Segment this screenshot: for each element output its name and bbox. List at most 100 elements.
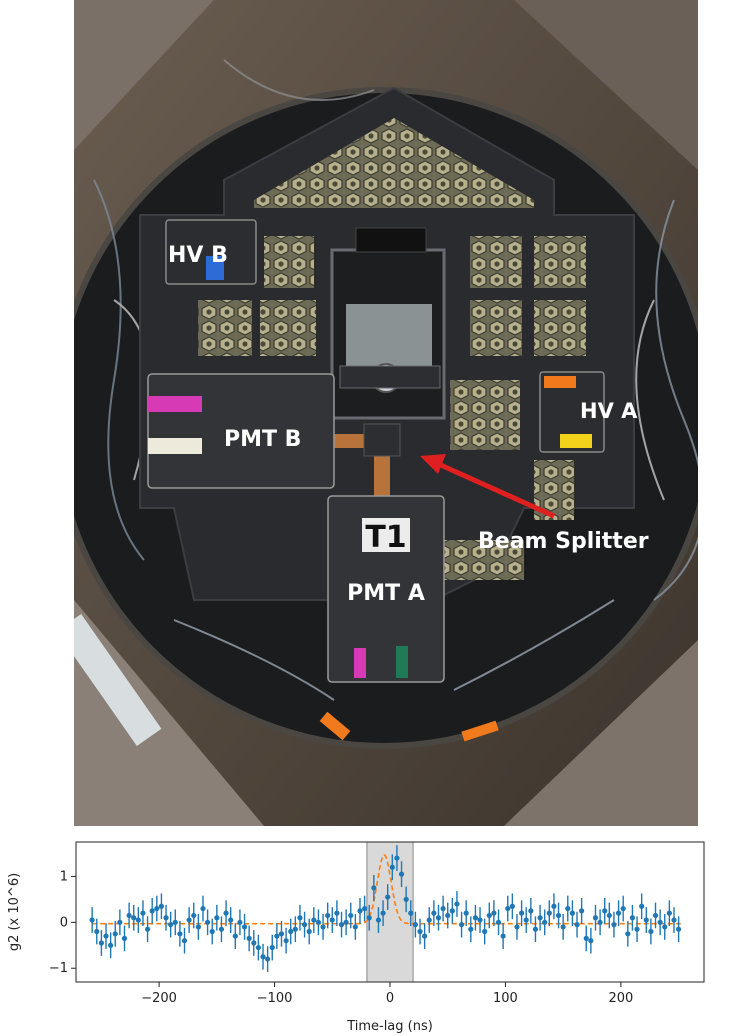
data-point <box>362 905 368 912</box>
data-point <box>209 928 215 935</box>
data-point <box>431 910 437 916</box>
coincidence-window-band <box>366 842 414 982</box>
data-point <box>615 910 622 916</box>
x-tick-label: −100 <box>257 991 293 1006</box>
data-point <box>671 917 677 923</box>
data-point <box>352 924 358 930</box>
data-point <box>514 924 520 930</box>
data-point <box>357 908 363 914</box>
highlight-band <box>366 842 414 982</box>
data-point <box>246 935 252 941</box>
data-point <box>311 917 317 923</box>
data-point <box>283 938 289 944</box>
data-point <box>168 922 174 928</box>
data-point <box>486 912 492 919</box>
blue-tape <box>206 256 224 280</box>
data-point <box>232 933 238 939</box>
data-point <box>205 919 211 925</box>
camera-rim <box>74 87 698 749</box>
data-point <box>565 905 571 912</box>
telescope-photo: HV B HV A PMT B T1 PMT A Beam Splitter <box>74 0 698 826</box>
data-point <box>375 917 382 923</box>
data-point <box>241 924 248 930</box>
data-point <box>288 928 294 935</box>
data-point <box>602 908 608 914</box>
data-point <box>195 924 201 930</box>
copper-pipe-vertical <box>374 448 390 496</box>
data-point <box>625 931 631 937</box>
data-point <box>297 915 303 921</box>
honeycomb-right-4 <box>534 300 586 356</box>
data-point <box>186 917 192 923</box>
pmt-a-label: PMT A <box>347 581 425 606</box>
data-point <box>301 922 308 928</box>
data-point <box>583 935 589 941</box>
data-point <box>579 908 585 914</box>
data-point <box>472 915 479 921</box>
data-point <box>218 926 225 932</box>
data-point <box>158 903 165 909</box>
x-tick-label: 0 <box>386 991 394 1006</box>
data-point <box>454 901 460 907</box>
data-point <box>94 928 100 935</box>
data-point <box>348 912 354 919</box>
beam-splitter-label: Beam Splitter <box>478 529 649 554</box>
frame-bottom-right-beam <box>504 640 698 826</box>
data-point <box>611 922 617 928</box>
orange-marker-right <box>461 720 499 742</box>
data-point <box>274 933 280 939</box>
reflective-strip <box>74 614 162 746</box>
beam-splitter-top-box <box>355 227 427 253</box>
magenta-tape-a <box>354 648 366 678</box>
data-point <box>334 910 340 916</box>
data-point <box>103 933 109 939</box>
data-point <box>463 910 469 916</box>
hv-a-label: HV A <box>580 399 638 423</box>
data-point <box>532 926 539 932</box>
fit-line <box>92 853 681 925</box>
data-point <box>606 912 612 919</box>
data-point <box>117 919 123 925</box>
honeycomb-bottom <box>444 540 524 580</box>
hv-b-box <box>165 219 257 285</box>
data-point <box>662 924 668 930</box>
y-tick-label: 0 <box>60 915 68 930</box>
data-point <box>477 917 483 923</box>
hv-a-box <box>539 371 605 453</box>
data-point <box>154 905 160 912</box>
data-point <box>121 935 128 941</box>
data-point <box>523 917 529 923</box>
data-point <box>417 928 423 935</box>
data-point <box>639 903 645 909</box>
y-tick-label: 1 <box>60 869 68 884</box>
data-point <box>542 919 548 925</box>
data-point <box>140 910 146 916</box>
x-tick-label: 200 <box>608 991 633 1006</box>
x-tick-label: −200 <box>141 991 177 1006</box>
data-point <box>482 928 488 935</box>
data-point <box>325 912 331 919</box>
data-point <box>214 915 220 921</box>
data-point <box>338 922 345 928</box>
data-point <box>191 912 197 919</box>
data-point <box>519 910 525 916</box>
green-tape-a <box>396 646 408 678</box>
beam-splitter-arrowhead <box>420 454 446 474</box>
data-point <box>657 919 663 925</box>
data-point <box>426 917 432 923</box>
data-point <box>546 910 552 916</box>
data-point <box>408 910 414 916</box>
honeycomb-right-1 <box>470 236 522 288</box>
honeycomb-top <box>254 118 534 208</box>
data-point <box>228 917 234 923</box>
pmt-a-box <box>327 495 445 683</box>
y-axis-label: g2 (x 10^6) <box>7 873 22 951</box>
data-point <box>278 931 285 937</box>
data-point <box>131 915 137 921</box>
data-point <box>144 926 151 932</box>
hv-b-label: HV B <box>168 243 228 268</box>
data-point <box>177 931 183 937</box>
data-point <box>366 915 372 921</box>
data-point <box>569 910 575 916</box>
